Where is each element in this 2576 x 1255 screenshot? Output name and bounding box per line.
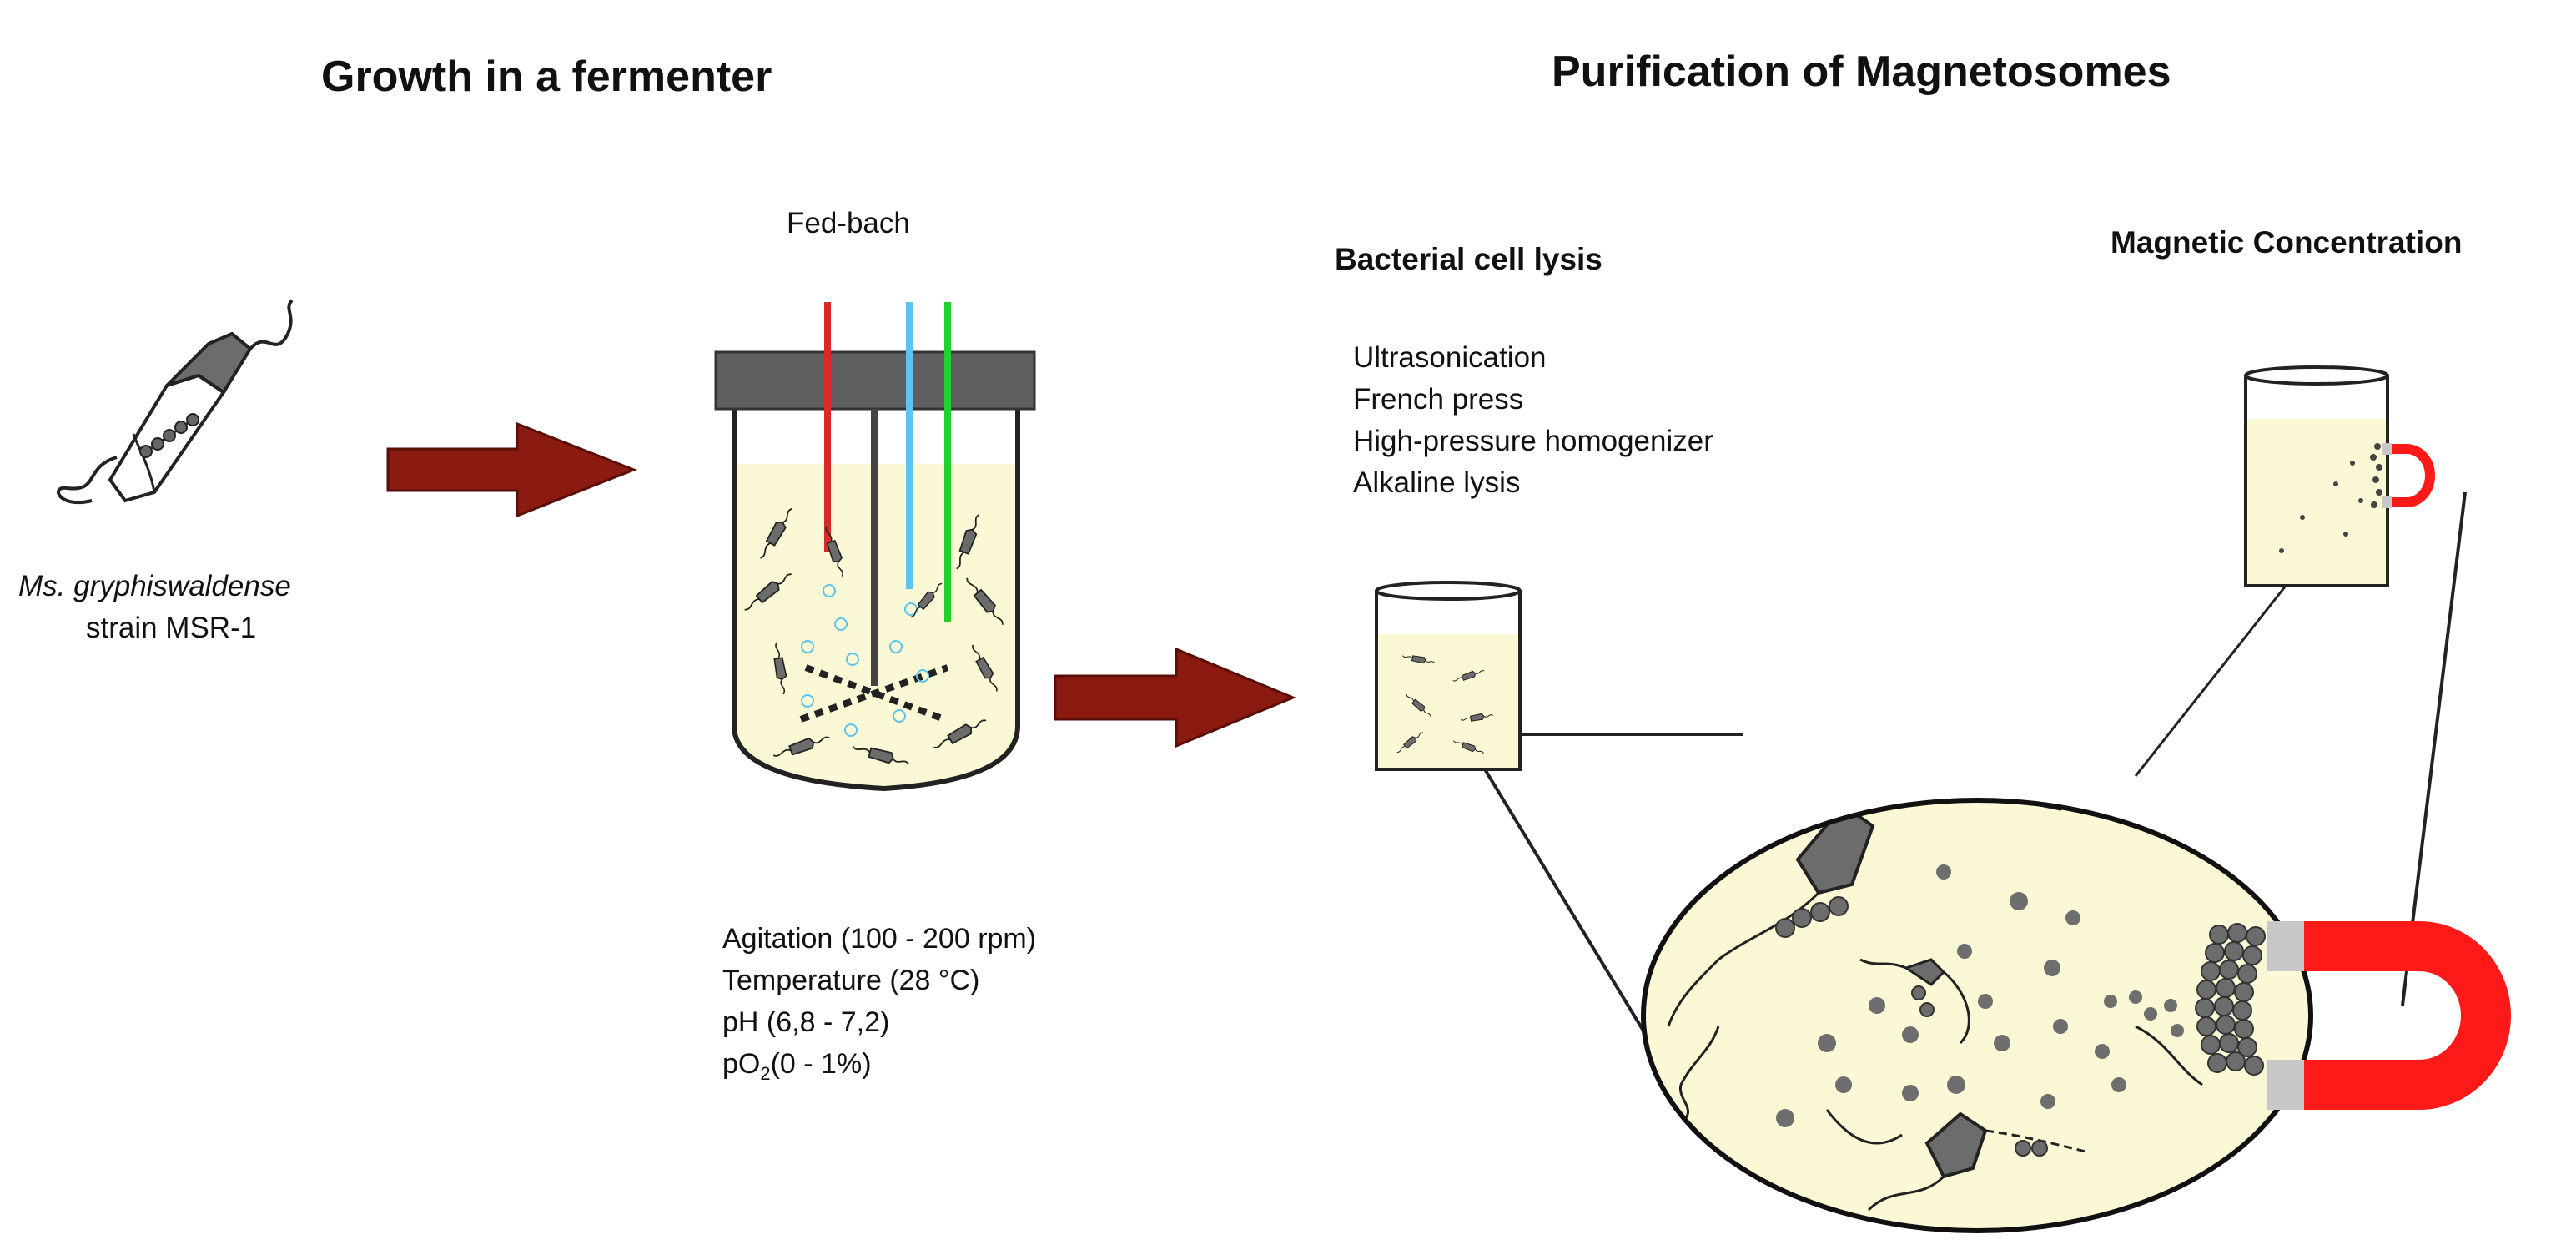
lysis-beaker	[1375, 581, 1522, 771]
po2-range: (0 - 1%)	[770, 1048, 872, 1080]
po2-prefix: pO	[722, 1048, 761, 1080]
purification-section-title: Purification of Magnetosomes	[1552, 48, 2171, 96]
lysis-method: High-pressure homogenizer	[1353, 425, 1713, 457]
organism-strain-label: strain MSR-1	[86, 612, 257, 644]
parameter-temperature: Temperature (28 °C)	[722, 965, 980, 996]
parameter-po2: pO2(0 - 1%)	[722, 1043, 1036, 1095]
small-magnet	[2387, 444, 2435, 507]
magnetic-concentration-title: Magnetic Concentration	[2111, 225, 2463, 260]
growth-section-title: Growth in a fermenter	[321, 53, 772, 101]
fermenter-vessel	[714, 302, 1036, 792]
arrow-to-lysis	[1054, 647, 1296, 748]
concentrated-magnetosomes	[2195, 923, 2266, 1076]
fermenter-lid	[714, 350, 1036, 411]
lysis-method: Ultrasonication	[1353, 341, 1547, 374]
lysis-methods-list: Ultrasonication French press High-pressu…	[1353, 337, 1713, 504]
concentration-beaker	[2244, 365, 2435, 587]
parameter-ph: pH (6,8 - 7,2)	[722, 1006, 890, 1038]
impeller	[799, 664, 949, 723]
lysis-method: Alkaline lysis	[1353, 466, 1521, 499]
arrow-to-fermenter	[386, 421, 638, 518]
large-magnet	[2267, 921, 2511, 1110]
fermenter-parameters: Agitation (100 - 200 rpm) Temperature (2…	[722, 918, 1036, 1095]
lysis-title: Bacterial cell lysis	[1335, 242, 1602, 276]
po2-subscript: 2	[760, 1062, 771, 1084]
magnified-view	[1641, 798, 2313, 1233]
organism-species-label: Ms. gryphiswaldense	[18, 570, 291, 602]
impeller	[804, 664, 946, 723]
msr1-bacterium-illustration	[57, 299, 294, 504]
parameter-agitation: Agitation (100 - 200 rpm)	[722, 923, 1037, 955]
lysis-method: French press	[1353, 383, 1524, 416]
fermenter-mode-label: Fed-bach	[787, 207, 910, 239]
